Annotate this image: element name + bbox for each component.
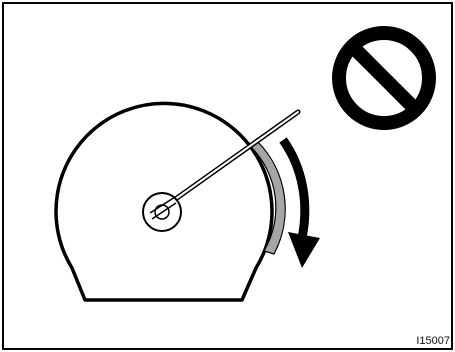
prohibition-icon: [339, 33, 429, 123]
figure-code: I15007: [416, 335, 450, 347]
clockwise-arrow-icon: [283, 140, 320, 268]
gauge-knob-icon: [143, 193, 181, 231]
